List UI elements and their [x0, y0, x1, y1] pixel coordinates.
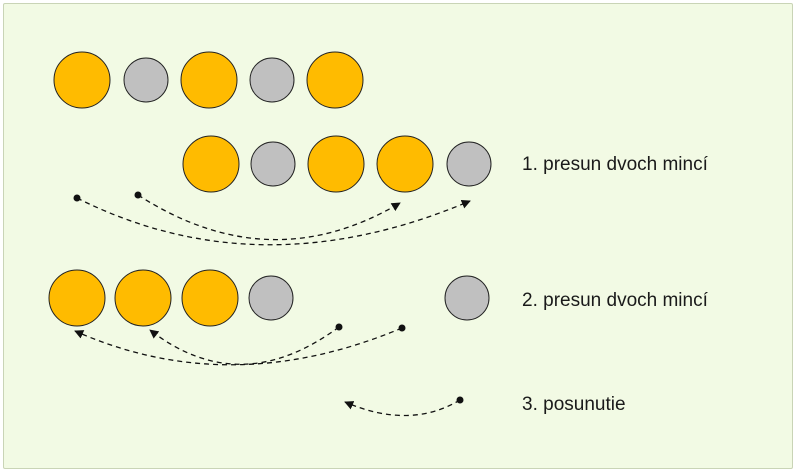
step-1-arrows [73, 191, 471, 246]
coin-gold [182, 135, 240, 193]
coin-row-step-2 [48, 269, 490, 327]
move-arrow [149, 326, 340, 365]
step-3-label: 3. posunutie [522, 394, 626, 415]
move-arrow [137, 194, 401, 241]
move-arrow [74, 327, 403, 366]
coin-gold [306, 51, 364, 109]
coin-silver [123, 57, 169, 103]
coin-silver [249, 57, 295, 103]
coin-gold [53, 51, 111, 109]
coin-silver [446, 141, 492, 187]
coin-row-step-1 [182, 135, 492, 193]
move-arrow [344, 399, 461, 417]
move-arrow [76, 197, 471, 246]
coin-gold [114, 269, 172, 327]
coin-gold [376, 135, 434, 193]
coin-row-initial [53, 51, 364, 109]
coin-silver [444, 275, 490, 321]
coin-silver [248, 275, 294, 321]
coin-silver [250, 141, 296, 187]
coin-gold [307, 135, 365, 193]
coin-gold [48, 269, 106, 327]
step-2-arrows [74, 323, 406, 366]
step-1-label: 1. presun dvoch mincí [522, 154, 709, 175]
step-2-label: 2. presun dvoch mincí [522, 290, 709, 311]
coin-gold [181, 269, 239, 327]
step-3-arrow [344, 396, 464, 417]
coin-gold [180, 51, 238, 109]
